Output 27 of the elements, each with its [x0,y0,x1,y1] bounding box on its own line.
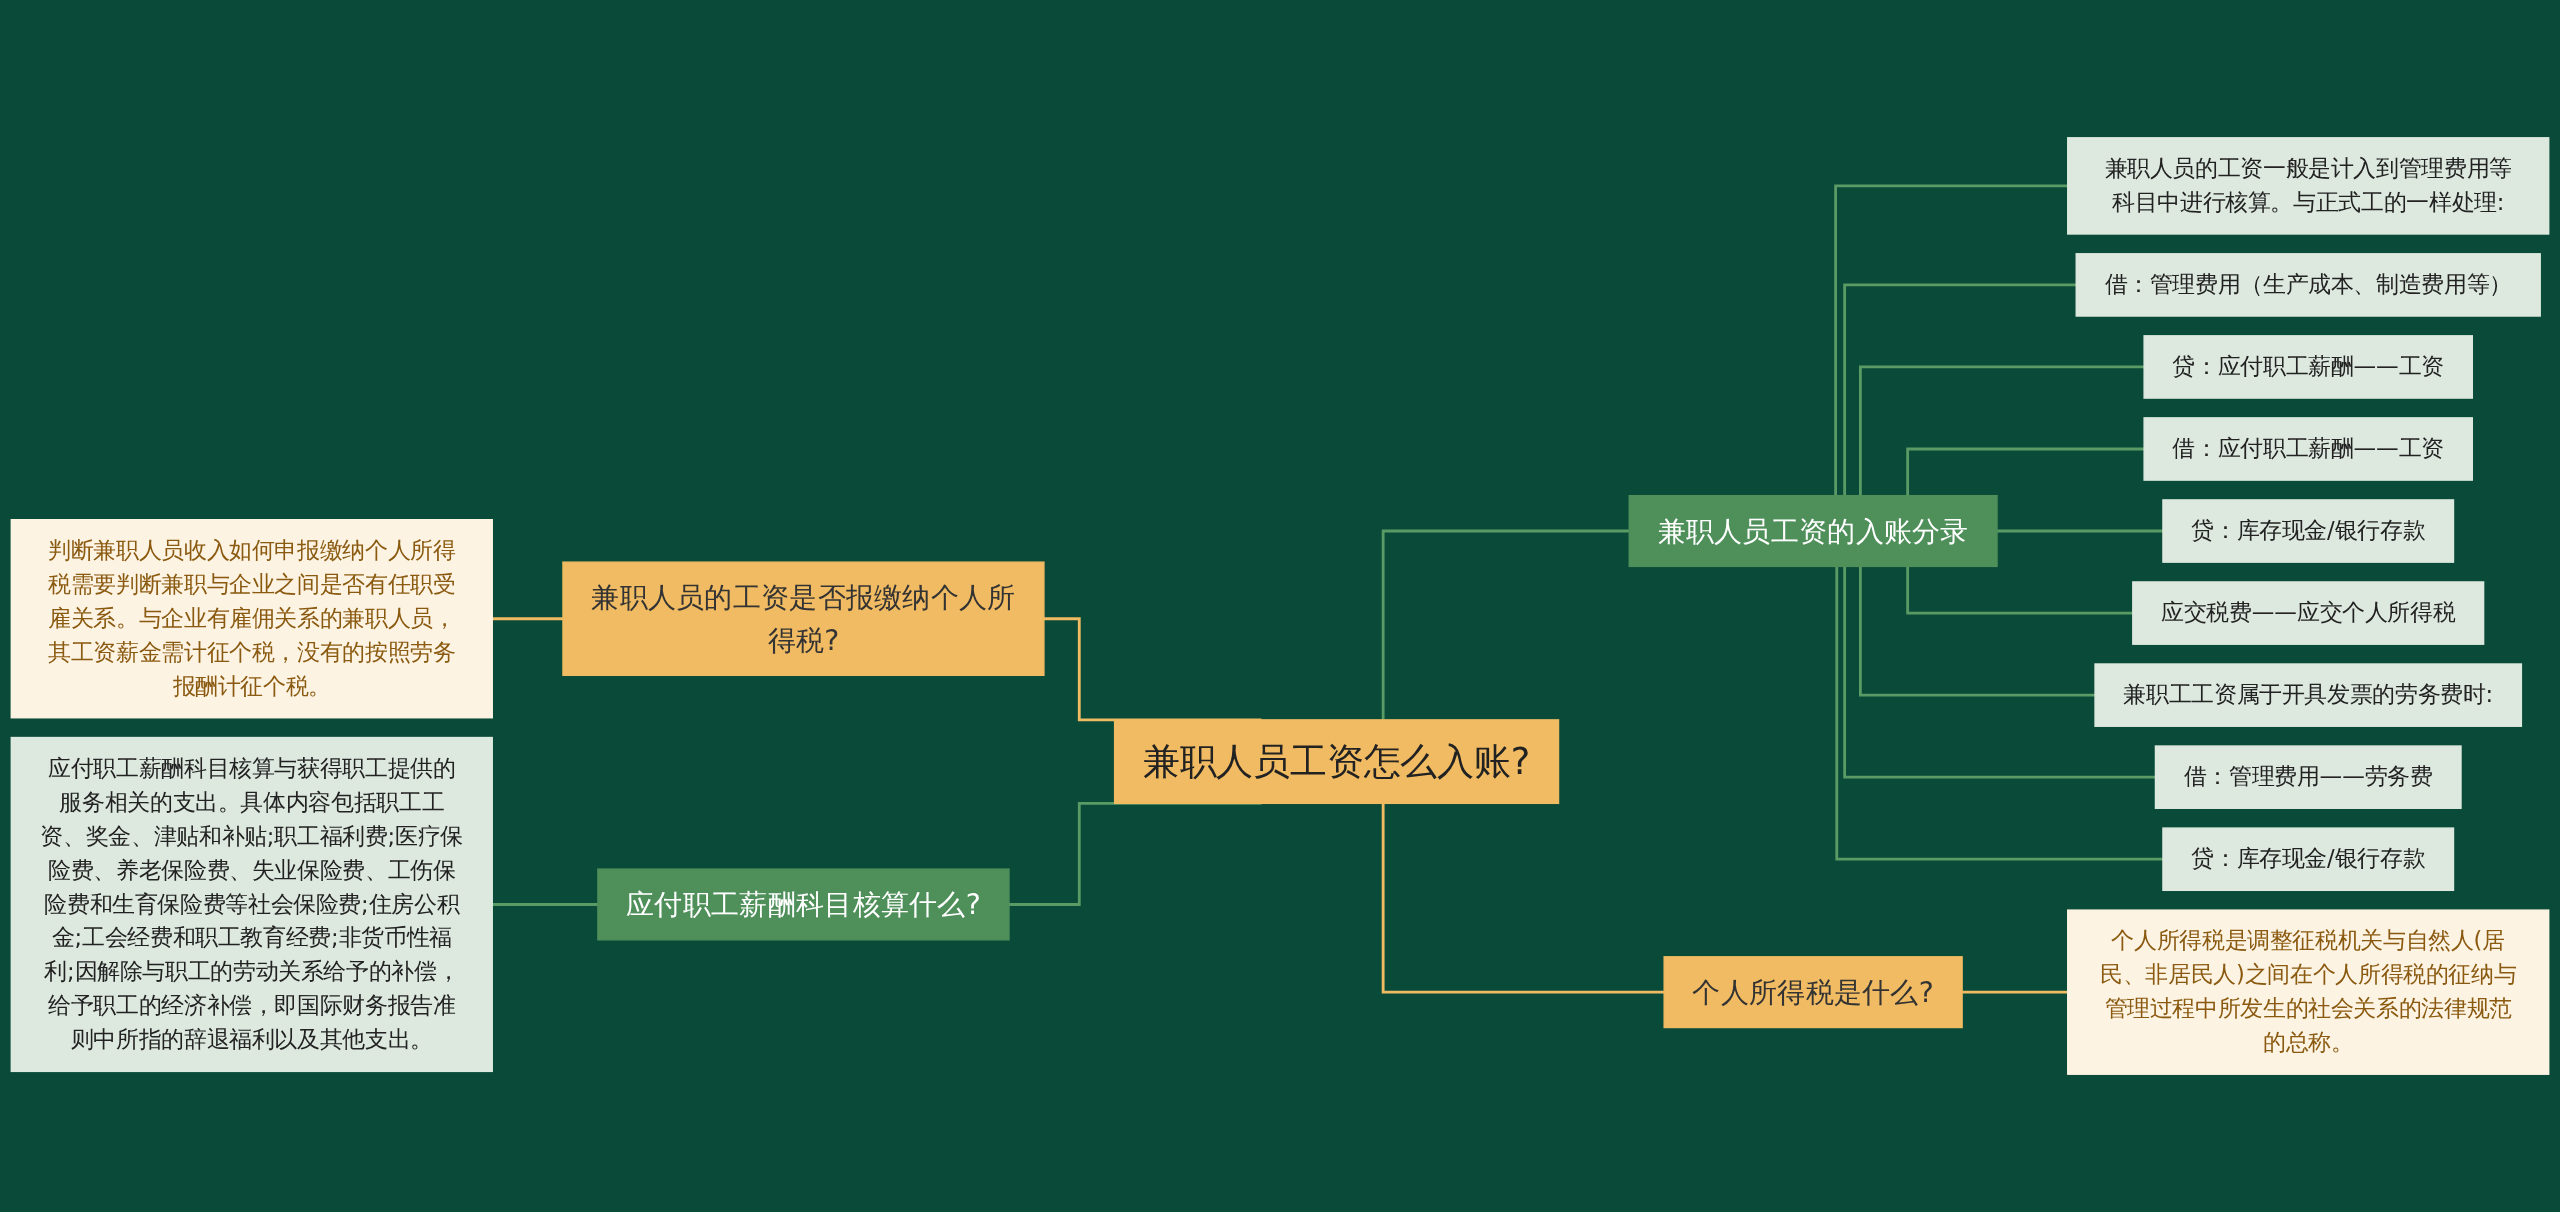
node-box: 兼职人员工资怎么入账? [1113,719,1560,805]
node-box: 个人所得税是什么? [1663,956,1963,1029]
connector [1858,566,2096,697]
node-box: 兼职人员的工资是否报缴纳个人所得税? [562,561,1045,676]
connector [1381,529,1630,720]
connector [1858,365,2145,496]
node-box: 应付职工薪酬科目核算什么? [597,868,1010,941]
connector [1843,566,2156,779]
node-box: 兼职人员的工资一般是计入到管理费用等科目中进行核算。与正式工的一样处理: [2067,137,2550,235]
node-box: 贷：库存现金/银行存款 [2162,827,2455,892]
connector [1834,184,2068,496]
node-box: 个人所得税是调整征税机关与自然人(居民、非居民人)之间在个人所得税的征纳与管理过程中所发生的社会关系的法律规范的总称。 [2067,909,2550,1075]
connector [1381,803,1665,994]
connector [1843,283,2077,496]
node-box: 应交税费——应交个人所得税 [2132,581,2485,645]
node-box: 兼职工工资属于开具发票的劳务费时: [2094,663,2523,727]
node-box: 应付职工薪酬科目核算与获得职工提供的服务相关的支出。具体内容包括职工工资、奖金、津贴和补贴;职工福利费;医疗保险费、养老保险费、失业保险费、工伤保险费和生育保险费等社会保险费;住房公积金;工会经费和职工教育经费;非货币性福利;因解除与职工的劳动关系给予的补偿，给予职工的经济补偿，即国际财务报告准则中所指的辞退福利以及其他支出。 [10,736,493,1073]
connector [1906,566,2133,615]
node-box: 贷：库存现金/银行存款 [2162,499,2455,563]
node-box: 借：应付职工薪酬——工资 [2143,417,2473,481]
connector [1906,447,2145,496]
connector [1835,566,2163,861]
node-box: 贷：应付职工薪酬——工资 [2143,335,2473,399]
node-box: 借：管理费用（生产成本、制造费用等） [2075,253,2541,317]
node-box: 兼职人员工资的入账分录 [1628,494,1998,568]
node-box: 借：管理费用——劳务费 [2154,745,2462,809]
node-box: 判断兼职人员收入如何申报缴纳个人所得税需要判断兼职与企业之间是否有任职受雇关系。与企业有雇佣关系的兼职人员，其工资薪金需计征个税，没有的按照劳务报酬计征个税。 [10,519,493,719]
